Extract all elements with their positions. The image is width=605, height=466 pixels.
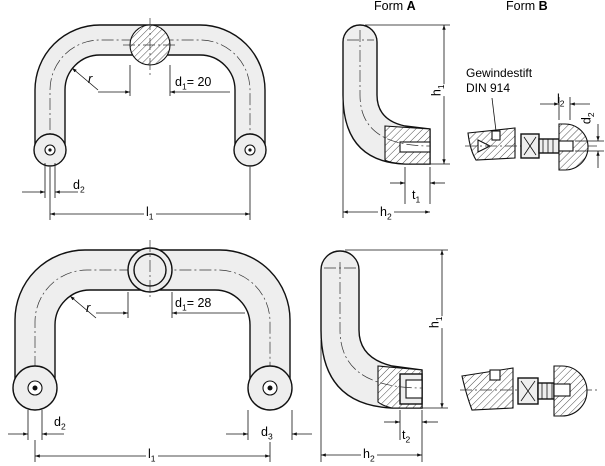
top-h1-label: h1	[429, 84, 447, 97]
bottom-h1-label: h1	[427, 316, 445, 329]
bottom-d2-label: d2	[54, 415, 66, 432]
bottom-front-view	[8, 240, 312, 462]
top-t1-label: t1	[412, 188, 421, 205]
top-side-thread	[399, 141, 431, 153]
top-side-view	[342, 24, 450, 218]
form-a-title: Form A	[374, 0, 416, 13]
top-l1-label: l1	[144, 205, 156, 222]
top-r-label: r	[88, 71, 93, 86]
setscrew-callout-line1: Gewindestift	[466, 66, 533, 80]
form-b-title: Form B	[506, 0, 548, 13]
bottom-h2-label: h2	[361, 447, 377, 464]
top-d1-label: d1= 20	[175, 75, 212, 92]
setscrew-callout: Gewindestift DIN 914	[466, 66, 532, 96]
bottom-r-label: r	[86, 300, 91, 315]
top-right-foot-center	[248, 148, 252, 152]
bottom-handle-centerline	[34, 269, 271, 388]
top-formb-d2-label: d2	[579, 112, 597, 125]
top-l2-label: l2	[557, 92, 565, 109]
bottom-l1-label: l1	[146, 447, 158, 464]
bottom-d3-label: d3	[261, 425, 273, 442]
setscrew-callout-line2: DIN 914	[466, 81, 511, 95]
bottom-side-view	[320, 249, 448, 462]
top-d2-label: d2	[73, 178, 85, 195]
bottom-t2-label: t2	[402, 428, 411, 445]
top-formb-detail	[465, 97, 604, 171]
bottom-d1-label: d1= 28	[175, 296, 212, 313]
top-left-foot-center	[48, 148, 52, 152]
top-formb-broken-arm	[467, 127, 516, 161]
bottom-handle-body	[14, 249, 291, 389]
form-a-letter: A	[406, 0, 416, 13]
bottom-formb-detail	[460, 365, 600, 417]
form-b-letter: B	[538, 0, 548, 13]
top-h2-label: h2	[378, 205, 394, 222]
top-front-view	[22, 18, 267, 220]
